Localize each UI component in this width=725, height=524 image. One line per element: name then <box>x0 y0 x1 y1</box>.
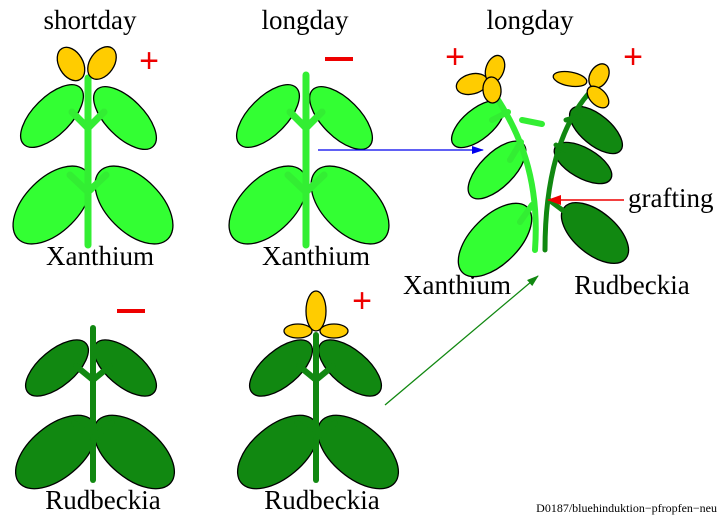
leaf <box>309 330 390 406</box>
header-longday-graft: longday <box>487 5 574 35</box>
xanthium-longday-plant <box>215 59 403 258</box>
branch <box>549 200 565 212</box>
flower-petal <box>306 291 326 331</box>
label-xanthium-longday: Xanthium <box>262 241 370 271</box>
label-grafting: grafting <box>628 183 713 213</box>
footer-reference: D0187/bluehinduktion−pfropfen−neu <box>536 501 717 515</box>
flower-petal <box>284 324 312 338</box>
grafted-plant: + + <box>444 38 643 289</box>
rudbeckia-longday-plant: + <box>225 282 412 503</box>
header-longday: longday <box>262 5 349 35</box>
leaf <box>84 330 165 406</box>
flower-petal <box>482 76 502 103</box>
flower-petal <box>552 69 588 89</box>
leaf <box>551 191 639 275</box>
plus-sign-xanthium-graft: + <box>445 38 465 76</box>
label-xanthium-shortday: Xanthium <box>46 241 154 271</box>
leaf <box>240 330 321 406</box>
label-rudbeckia-shortday: Rudbeckia <box>45 485 160 515</box>
leaf <box>16 330 97 406</box>
rudbeckia-shortday-plant <box>3 311 188 503</box>
plus-sign: + <box>139 42 159 80</box>
label-rudbeckia-graft: Rudbeckia <box>574 270 689 300</box>
header-shortday: shortday <box>44 5 137 35</box>
label-rudbeckia-longday: Rudbeckia <box>264 485 379 515</box>
flower-petal <box>320 324 348 338</box>
label-xanthium-graft: Xanthium <box>403 270 511 300</box>
leaf <box>10 74 93 157</box>
plus-sign: + <box>352 282 372 320</box>
branch <box>522 120 542 124</box>
plus-sign-rudbeckia-graft: + <box>623 38 643 76</box>
xanthium-shortday-plant: + <box>0 41 187 258</box>
